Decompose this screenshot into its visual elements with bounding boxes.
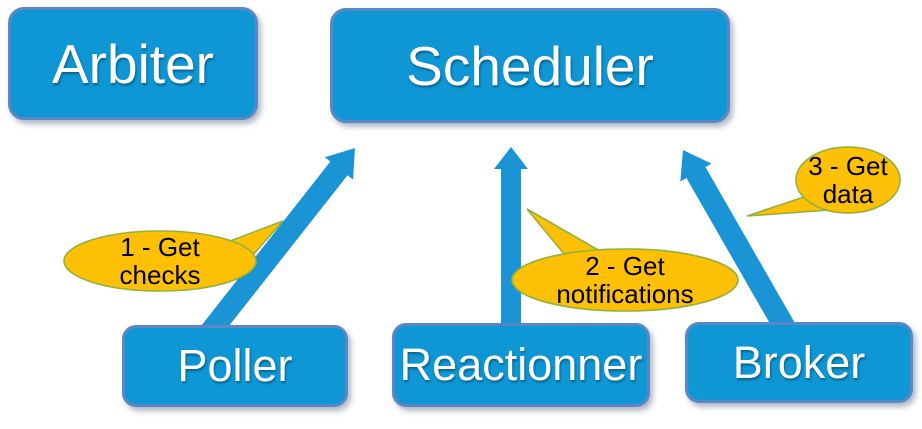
node-reactionner-label: Reactionner <box>399 339 643 390</box>
callout-get-data-bubble <box>795 146 901 214</box>
callout-get-checks-bubble <box>63 230 257 292</box>
node-scheduler-label: Scheduler <box>406 34 654 97</box>
arrow-poller-to-scheduler <box>191 148 355 352</box>
node-broker-label: Broker <box>732 336 866 388</box>
node-poller: Poller <box>122 325 348 407</box>
callout-get-data <box>746 146 901 217</box>
node-arbiter-label: Arbiter <box>52 32 214 95</box>
callout-get-notifications-line2: notifications <box>556 279 694 309</box>
callout-get-checks-line2: checks <box>119 260 201 290</box>
node-arbiter: Arbiter <box>8 7 258 120</box>
callout-get-notifications <box>511 208 739 312</box>
callout-get-data-label: 3 - Get data <box>788 152 908 208</box>
node-poller-label: Poller <box>177 340 293 391</box>
arrow-broker-to-scheduler <box>680 150 802 346</box>
node-scheduler: Scheduler <box>330 8 730 123</box>
node-broker: Broker <box>685 322 913 403</box>
callout-get-data-line2: data <box>822 179 874 209</box>
callout-get-notifications-tail <box>526 208 603 256</box>
arrow-reactionner-to-scheduler <box>494 147 528 340</box>
callout-get-data-line1: 3 - Get <box>808 151 888 181</box>
callout-get-checks-line1: 1 - Get <box>120 232 200 262</box>
callout-get-checks-label: 1 - Get checks <box>60 233 260 289</box>
callout-get-notifications-bubble <box>511 248 739 312</box>
callout-get-notifications-line1: 2 - Get <box>585 251 665 281</box>
node-reactionner: Reactionner <box>392 323 650 407</box>
callout-get-notifications-label: 2 - Get notifications <box>515 252 735 308</box>
callout-get-checks <box>63 220 284 292</box>
